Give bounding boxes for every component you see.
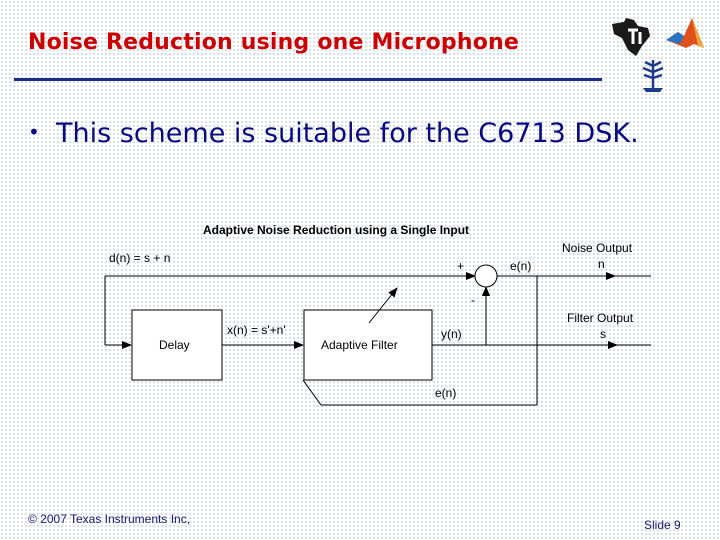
diagram-title: Adaptive Noise Reduction using a Single … (203, 223, 469, 237)
university-emblem-icon (642, 60, 664, 92)
noise-output-label: Noise Output (562, 241, 633, 255)
adaptive-filter-label: Adaptive Filter (321, 338, 398, 352)
noise-reduction-diagram: Adaptive Noise Reduction using a Single … (104, 223, 651, 406)
slide-title: Noise Reduction using one Microphone (28, 30, 520, 55)
delay-block (131, 309, 223, 381)
delayed-signal-label: x(n) = s'+n' (227, 323, 286, 337)
minus-sign: - (471, 293, 475, 307)
feedback-label: e(n) (435, 386, 456, 400)
copyright-footer: © 2007 Texas Instruments Inc, (28, 512, 191, 526)
bullet-text: This scheme is suitable for the C6713 DS… (56, 118, 639, 149)
plus-sign: + (457, 259, 464, 273)
adaptation-arrow (368, 287, 398, 324)
matlab-logo-icon (666, 18, 704, 48)
bullet-dot: • (28, 120, 40, 144)
filter-output-symbol: s (600, 327, 606, 341)
feedback-diagonal-line (302, 379, 322, 406)
bullet-point: • This scheme is suitable for the C6713 D… (28, 118, 639, 149)
slide-number: Slide 9 (644, 518, 681, 532)
summing-junction (474, 264, 498, 288)
noise-output-symbol: n (598, 257, 605, 271)
ti-logo-icon (612, 18, 650, 56)
error-label: e(n) (510, 259, 531, 273)
title-underline (14, 78, 602, 81)
input-label: d(n) = s + n (109, 251, 170, 265)
filter-output-label: y(n) (441, 327, 462, 341)
filter-output-title: Filter Output (567, 311, 634, 325)
adaptive-filter-block (303, 309, 433, 381)
delay-label: Delay (159, 338, 190, 352)
